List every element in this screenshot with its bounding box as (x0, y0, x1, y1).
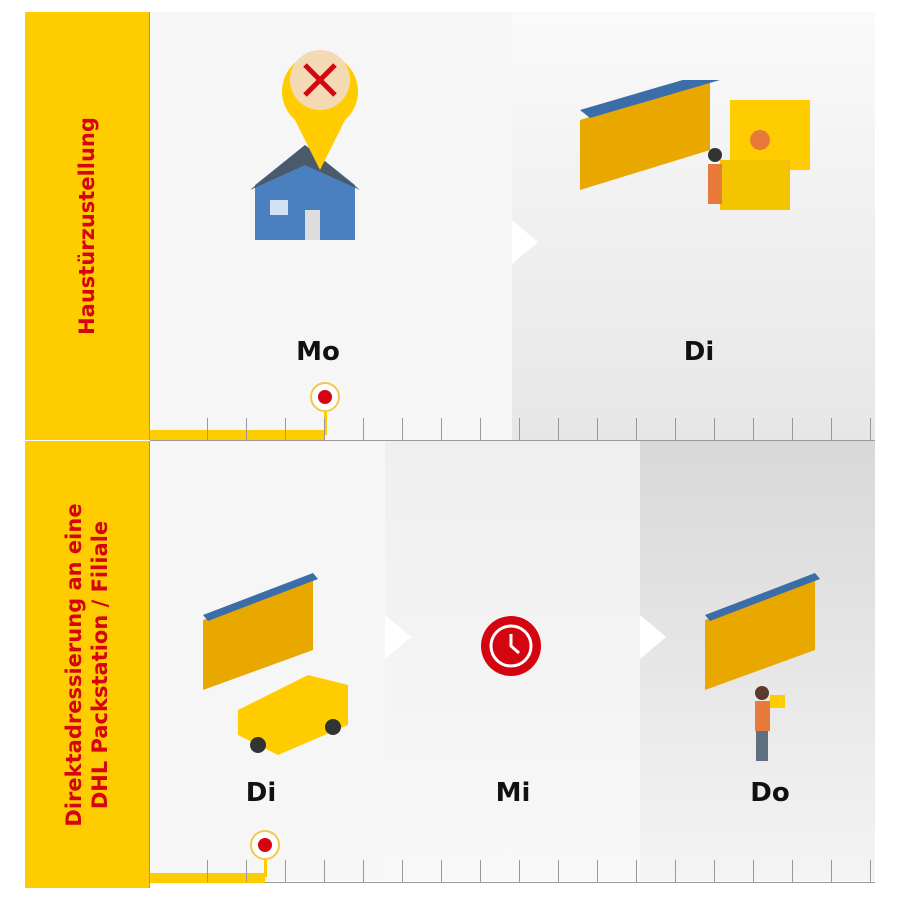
day-label: Mi (495, 778, 531, 808)
timeline-tick (480, 418, 481, 440)
timeline-axis (150, 440, 875, 441)
row-label-home-delivery: Haustürzustellung (25, 12, 150, 440)
packstation-van-illustration (203, 573, 348, 755)
timeline-tick (480, 860, 481, 882)
step-arrow (512, 220, 538, 264)
day-label: Do (750, 778, 790, 808)
timeline-tick (441, 418, 442, 440)
day-label: Di (683, 337, 715, 367)
timeline-tick (870, 860, 871, 882)
day-label: Mo (296, 337, 340, 367)
timeline-tick (441, 860, 442, 882)
timeline-stem (264, 852, 267, 877)
timeline-tick (402, 860, 403, 882)
row-title-line: Direktadressierung an eine (61, 502, 86, 827)
timeline-tick (285, 860, 286, 882)
timeline-tick (870, 418, 871, 440)
timeline-tick (558, 860, 559, 882)
packstation-pickup-illustration (705, 573, 820, 761)
timeline-tick (324, 860, 325, 882)
timeline-tick (792, 860, 793, 882)
timeline-tick (558, 418, 559, 440)
timeline-tick (831, 418, 832, 440)
clock-icon (481, 616, 541, 676)
row-title: Haustürzustellung (74, 117, 99, 335)
timeline-tick (675, 418, 676, 440)
timeline-marker (250, 830, 280, 860)
timeline-marker (310, 382, 340, 412)
timeline-tick (831, 860, 832, 882)
timeline-tick (597, 418, 598, 440)
timeline-tick (792, 418, 793, 440)
timeline-tick (714, 418, 715, 440)
post-office-illustration (580, 80, 810, 210)
timeline-tick (402, 418, 403, 440)
timeline-tick (636, 860, 637, 882)
timeline-tick (285, 418, 286, 440)
timeline-tick (207, 418, 208, 440)
timeline-tick (714, 860, 715, 882)
timeline-tick (753, 418, 754, 440)
timeline-tick (519, 418, 520, 440)
step-arrow (640, 615, 666, 659)
timeline-stem (324, 410, 327, 435)
timeline-tick (207, 860, 208, 882)
timeline-tick (519, 860, 520, 882)
step-arrow (385, 615, 411, 659)
timeline-tick (246, 860, 247, 882)
timeline-progress (150, 430, 325, 440)
timeline-tick (363, 418, 364, 440)
timeline-tick (675, 860, 676, 882)
timeline-tick (753, 860, 754, 882)
timeline-tick (597, 860, 598, 882)
timeline-axis (150, 882, 875, 883)
timeline-tick (636, 418, 637, 440)
failed-delivery-house-illustration (250, 50, 360, 240)
timeline-tick (246, 418, 247, 440)
row-title-line: DHL Packstation / Filiale (88, 520, 112, 809)
day-label: Di (245, 778, 277, 808)
timeline-tick (363, 860, 364, 882)
timeline-tick (324, 418, 325, 440)
